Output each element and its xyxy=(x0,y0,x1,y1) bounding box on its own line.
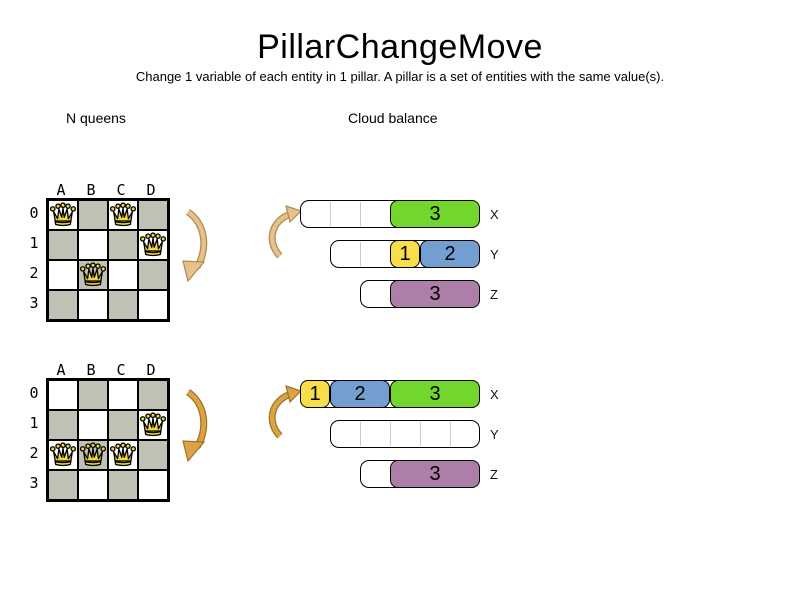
computer-label-X: X xyxy=(490,207,499,222)
board-cell-D3 xyxy=(138,470,168,500)
queen-icon xyxy=(79,442,107,467)
cloud-balance-section-label: Cloud balance xyxy=(348,110,438,126)
board-cell-B3 xyxy=(78,470,108,500)
board-cell-C2 xyxy=(108,260,138,290)
board-column-label-D: D xyxy=(146,181,156,199)
chessboard xyxy=(46,198,170,322)
nqueens-move-arrow-before xyxy=(182,209,208,283)
process-block-3: 3 xyxy=(390,380,480,408)
nqueens-move-arrow-after xyxy=(182,389,208,463)
board-cell-D2 xyxy=(138,440,168,470)
board-cell-B1 xyxy=(78,410,108,440)
board-cell-C3 xyxy=(108,290,138,320)
board-cell-A0 xyxy=(48,380,78,410)
queen-icon xyxy=(109,202,137,227)
process-block-3: 3 xyxy=(390,280,480,308)
computer-label-Y: Y xyxy=(490,427,499,442)
board-cell-B0 xyxy=(78,200,108,230)
board-row-label-0: 0 xyxy=(29,204,39,222)
computer-label-Y: Y xyxy=(490,247,499,262)
capacity-unit-divider xyxy=(420,422,421,446)
board-cell-A2 xyxy=(48,260,78,290)
board-cell-A0 xyxy=(48,200,78,230)
board-cell-B1 xyxy=(78,230,108,260)
board-cell-B3 xyxy=(78,290,108,320)
page-title: PillarChangeMove xyxy=(257,28,543,66)
board-cell-D1 xyxy=(138,410,168,440)
board-cell-A1 xyxy=(48,230,78,260)
board-row-label-3: 3 xyxy=(29,474,39,492)
capacity-unit-divider xyxy=(450,422,451,446)
cloud-balance-move-arrow-after xyxy=(268,385,303,439)
board-cell-D0 xyxy=(138,380,168,410)
computer-capacity-bar-Y xyxy=(330,420,480,448)
board-column-label-B: B xyxy=(86,181,96,199)
board-cell-C0 xyxy=(108,380,138,410)
board-cell-A3 xyxy=(48,290,78,320)
board-row-label-1: 1 xyxy=(29,414,39,432)
board-cell-C1 xyxy=(108,410,138,440)
board-column-label-B: B xyxy=(86,361,96,379)
board-column-label-A: A xyxy=(56,361,66,379)
board-cell-B2 xyxy=(78,440,108,470)
capacity-unit-divider xyxy=(360,242,361,266)
chessboard xyxy=(46,378,170,502)
board-cell-C1 xyxy=(108,230,138,260)
process-block-1: 1 xyxy=(390,240,420,268)
board-cell-A1 xyxy=(48,410,78,440)
board-column-label-C: C xyxy=(116,181,126,199)
process-block-2: 2 xyxy=(330,380,390,408)
cloud-balance-move-arrow-before xyxy=(268,205,303,259)
board-cell-C0 xyxy=(108,200,138,230)
board-cell-A2 xyxy=(48,440,78,470)
page-subtitle: Change 1 variable of each entity in 1 pi… xyxy=(135,69,665,84)
board-row-label-3: 3 xyxy=(29,294,39,312)
queen-icon xyxy=(139,412,167,437)
capacity-unit-divider xyxy=(330,202,331,226)
board-cell-A3 xyxy=(48,470,78,500)
queen-icon xyxy=(49,442,77,467)
board-row-label-1: 1 xyxy=(29,234,39,252)
computer-label-X: X xyxy=(490,387,499,402)
board-cell-B2 xyxy=(78,260,108,290)
board-row-label-2: 2 xyxy=(29,444,39,462)
nqueens-section-label: N queens xyxy=(66,110,126,126)
board-cell-D3 xyxy=(138,290,168,320)
process-block-2: 2 xyxy=(420,240,480,268)
process-block-3: 3 xyxy=(390,200,480,228)
board-cell-C3 xyxy=(108,470,138,500)
board-row-label-0: 0 xyxy=(29,384,39,402)
board-cell-C2 xyxy=(108,440,138,470)
board-column-label-C: C xyxy=(116,361,126,379)
board-column-label-A: A xyxy=(56,181,66,199)
process-block-1: 1 xyxy=(300,380,330,408)
queen-icon xyxy=(109,442,137,467)
computer-label-Z: Z xyxy=(490,287,498,302)
capacity-unit-divider xyxy=(390,422,391,446)
board-cell-D1 xyxy=(138,230,168,260)
capacity-unit-divider xyxy=(360,202,361,226)
board-cell-D2 xyxy=(138,260,168,290)
process-block-3: 3 xyxy=(390,460,480,488)
board-row-label-2: 2 xyxy=(29,264,39,282)
board-cell-B0 xyxy=(78,380,108,410)
queen-icon xyxy=(139,232,167,257)
queen-icon xyxy=(79,262,107,287)
queen-icon xyxy=(49,202,77,227)
capacity-unit-divider xyxy=(360,422,361,446)
board-column-label-D: D xyxy=(146,361,156,379)
computer-label-Z: Z xyxy=(490,467,498,482)
board-cell-D0 xyxy=(138,200,168,230)
